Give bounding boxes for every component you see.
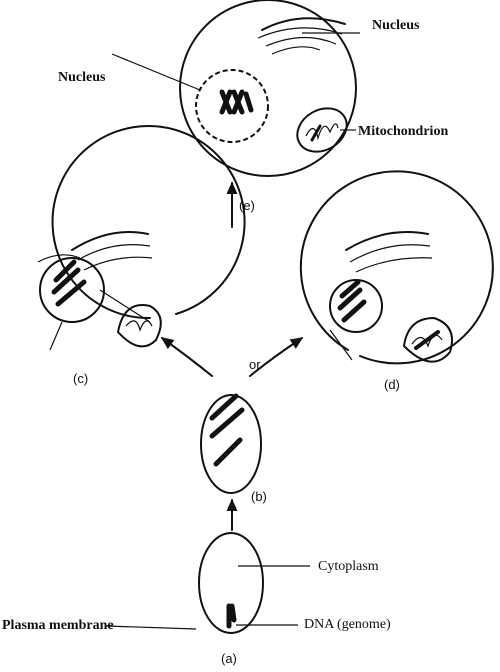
cell-d — [301, 171, 493, 363]
label-mitochondrion: Mitochondrion — [358, 124, 448, 140]
stage-label-d: (d) — [384, 377, 400, 393]
stage-label-a: (a) — [221, 651, 237, 667]
stage-label-b: (b) — [251, 489, 267, 505]
cell-e — [180, 0, 356, 176]
cell-b — [201, 395, 261, 493]
label-dna-genome: DNA (genome) — [304, 617, 391, 633]
cell-a — [199, 533, 263, 633]
stage-label-e: (e) — [239, 198, 255, 214]
label-nucleus-left: Nucleus — [58, 70, 105, 86]
leader-lines — [106, 33, 360, 629]
label-or: or — [249, 357, 261, 373]
label-plasma-membrane: Plasma membrane — [2, 618, 114, 634]
cell-c — [38, 126, 245, 350]
stage-label-c: (c) — [73, 371, 88, 387]
label-nucleus-top: Nucleus — [372, 18, 419, 34]
label-cytoplasm: Cytoplasm — [318, 559, 379, 575]
arrows — [162, 183, 302, 530]
